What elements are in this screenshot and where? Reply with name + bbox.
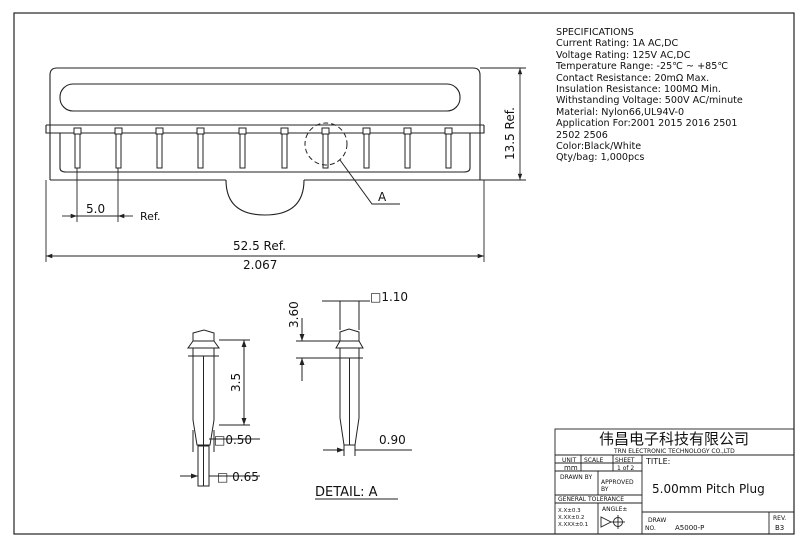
tolerance-3: X.XXX±0.1 <box>558 522 588 528</box>
spec-line: Color:Black/White <box>556 141 642 153</box>
spec-line: Current Rating: 1A AC,DC <box>556 38 679 50</box>
contact-pin <box>321 127 330 169</box>
detail-a-callout <box>304 122 400 205</box>
detail-body-dim: 3.5 <box>229 373 243 392</box>
pitch-dimension <box>62 168 133 222</box>
scale-label: SCALE <box>584 457 603 464</box>
detail-pin-width-dim: □1.10 <box>370 290 408 304</box>
spec-line: Application For:2001 2015 2016 2501 <box>556 118 738 130</box>
tolerance-2: X.XX±0.2 <box>558 515 584 521</box>
detail-090-dim: 0.90 <box>379 433 406 447</box>
title-label: TITLE: <box>645 457 670 466</box>
drawing-border <box>13 12 795 535</box>
contact-pin <box>196 127 205 169</box>
company-name-cn: 伟昌电子科技有限公司 <box>599 430 749 448</box>
rev-value: B3 <box>775 524 784 532</box>
contact-pin <box>403 127 412 169</box>
detail-sq065-dim: □ 0.65 <box>217 470 259 484</box>
detail-pin-side-view <box>180 329 260 487</box>
title-block <box>554 428 795 535</box>
sheet-label: SHEET <box>615 457 635 464</box>
draw-no-label: DRAW <box>648 517 666 524</box>
contact-pin <box>444 127 453 169</box>
length-value: 52.5 Ref. <box>233 239 286 253</box>
spec-line: Temperature Range: -25℃ ~ +85℃ <box>556 61 729 73</box>
length-alt-value: 2.067 <box>243 258 277 272</box>
spec-line: Qty/bag: 1,000pcs <box>556 152 645 164</box>
spec-line: Material: Nylon66,UL94V-0 <box>556 106 685 118</box>
height-dimension <box>480 67 526 181</box>
length-dimension <box>45 180 485 262</box>
detail-sq050-dim: □0.50 <box>214 433 252 447</box>
contact-pin <box>362 127 371 169</box>
unit-label: UNIT <box>562 457 577 464</box>
rev-label: REV. <box>773 515 786 522</box>
detail-pin-front-view <box>296 300 412 456</box>
draw-no-label-2: NO. <box>645 525 656 532</box>
angle-label: ANGLE± <box>602 506 627 513</box>
contact-pin <box>238 127 247 169</box>
approved-by-label-2: BY <box>601 486 609 493</box>
company-name-en: TRN ELECTRONIC TECHNOLOGY CO.,LTD <box>613 448 735 455</box>
pitch-value: 5.0 <box>86 202 105 216</box>
contact-pin <box>114 127 123 169</box>
specifications-heading: SPECIFICATIONS <box>556 27 634 38</box>
detail-title: DETAIL: A <box>315 485 378 500</box>
draw-no-value: A5000-P <box>675 524 704 532</box>
unit-value: mm <box>564 464 578 472</box>
specifications-block: SPECIFICATIONS Current Rating: 1A AC,DC … <box>556 27 792 164</box>
spec-line: Withstanding Voltage: 500V AC/minute <box>556 95 743 107</box>
contact-pins <box>73 127 453 169</box>
detail-head-dim: 3.60 <box>287 301 301 328</box>
tolerance-1: X.X±0.3 <box>558 508 581 514</box>
drawing-title: 5.00mm Pitch Plug <box>652 482 765 496</box>
contact-pin <box>155 127 164 169</box>
detail-a-label: A <box>378 190 387 204</box>
drawn-by-label: DRAWN BY <box>560 474 592 481</box>
spec-line: 2502 2506 <box>556 129 608 141</box>
sheet-value: 1 of 2 <box>617 465 634 472</box>
spec-line: Contact Resistance: 20mΩ Max. <box>556 72 710 84</box>
spec-line: Insulation Resistance: 100MΩ Min. <box>556 84 721 96</box>
contact-pin <box>73 127 82 169</box>
height-value: 13.5 Ref. <box>503 107 517 160</box>
general-tolerance-label: GENERAL TOLERANCE <box>558 496 624 503</box>
contact-pin <box>280 127 289 169</box>
spec-line: Voltage Rating: 125V AC,DC <box>556 49 691 61</box>
approved-by-label: APPROVED <box>601 479 634 486</box>
connector-front-view <box>45 67 485 216</box>
pitch-ref: Ref. <box>140 210 161 223</box>
